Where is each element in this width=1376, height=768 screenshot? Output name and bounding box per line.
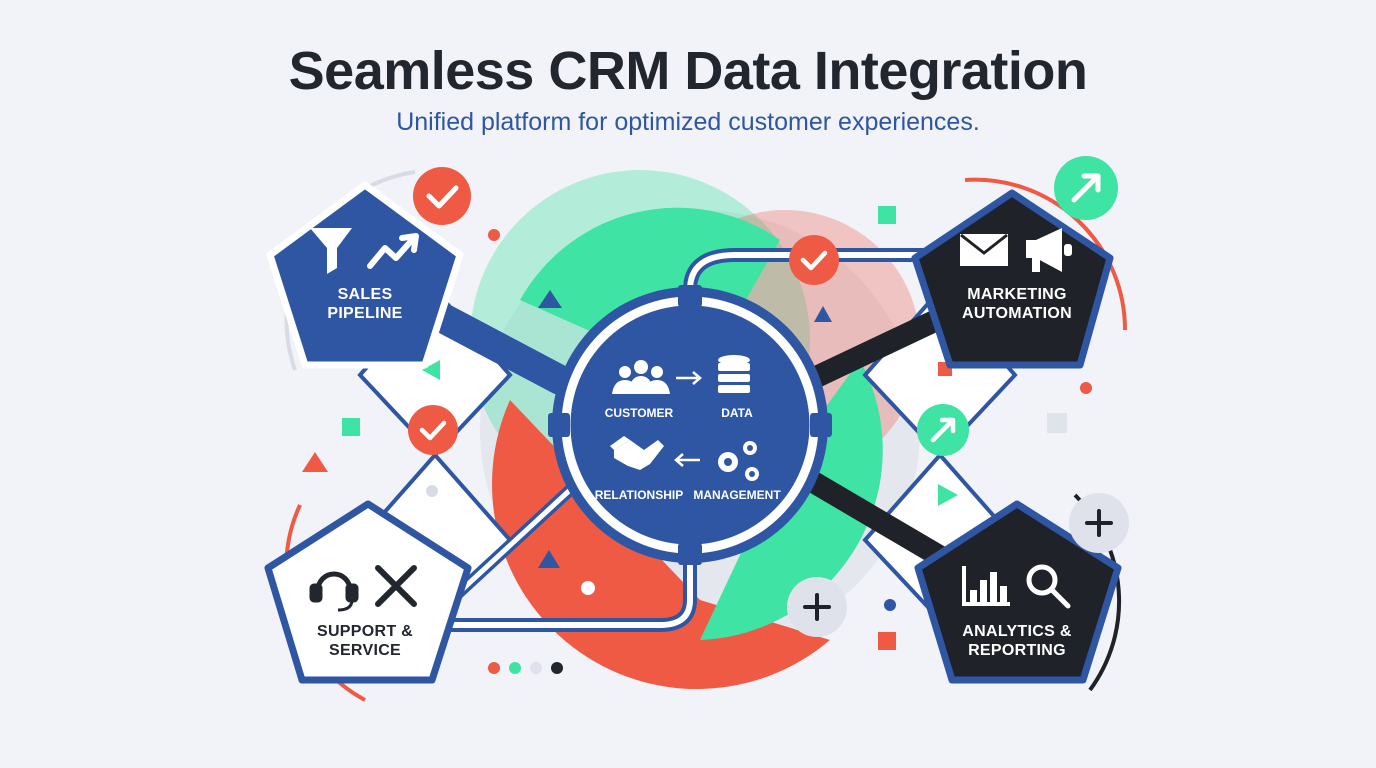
check-badge-icon (408, 405, 458, 455)
pager-dot[interactable] (551, 662, 563, 674)
coral-dot (1080, 382, 1092, 394)
node-analytics-reporting[interactable]: ANALYTICS & REPORTING (914, 500, 1122, 684)
bar-chart-icon (962, 566, 1010, 606)
pager-dot[interactable] (530, 662, 542, 674)
database-icon (718, 355, 750, 393)
magnifier-icon (1026, 564, 1071, 609)
node-label-line2: AUTOMATION (962, 305, 1072, 322)
coral-dot (488, 229, 500, 241)
megaphone-icon (1026, 228, 1072, 272)
plus-badge-icon (787, 577, 847, 637)
coral-triangle (302, 452, 328, 472)
decorative-shapes (302, 206, 1092, 650)
trend-up-icon (367, 233, 419, 269)
node-label-line1: SALES (338, 286, 393, 303)
gears-icon (718, 441, 759, 481)
navy-triangle (814, 306, 832, 322)
node-label-line2: SERVICE (329, 642, 401, 659)
headset-icon (309, 571, 359, 612)
node-label-line2: PIPELINE (327, 305, 402, 322)
node-sales-pipeline[interactable]: SALES PIPELINE (266, 181, 464, 369)
arrow-left-icon (674, 453, 700, 467)
funnel-icon (310, 228, 352, 274)
check-badge-icon (789, 235, 839, 285)
white-dot (581, 581, 595, 595)
pager-dot[interactable] (488, 662, 500, 674)
pager-dots (488, 662, 563, 674)
tools-icon (375, 565, 417, 607)
gray-dot (426, 485, 438, 497)
page-title: Seamless CRM Data Integration (288, 41, 1088, 101)
mint-triangle (938, 484, 958, 506)
people-icon (612, 360, 670, 394)
node-label-line2: REPORTING (968, 642, 1066, 659)
mint-triangle (422, 360, 440, 380)
mail-icon (960, 233, 1008, 266)
node-label-line1: MARKETING (967, 286, 1067, 303)
node-label-line1: SUPPORT & (317, 623, 413, 640)
arrow-right-icon (676, 371, 702, 385)
page-subtitle: Unified platform for optimized customer … (396, 108, 980, 136)
arrow-up-right-badge-icon (1054, 156, 1118, 220)
check-badge-icon (413, 167, 471, 225)
hub-label-customer: CUSTOMER (605, 406, 674, 420)
navy-dot (884, 599, 896, 611)
handshake-icon (610, 436, 664, 470)
central-hub: CUSTOMER DATA RELATIONSHIP MANAGEMENT (548, 285, 832, 565)
mint-square (878, 206, 896, 224)
mint-dot (599, 261, 613, 275)
pager-dot[interactable] (509, 662, 521, 674)
plus-badge-icon (1069, 493, 1129, 553)
gray-square (1047, 413, 1067, 433)
navy-triangle (538, 290, 562, 308)
node-marketing-automation[interactable]: MARKETING AUTOMATION (911, 189, 1114, 369)
mint-square (342, 418, 360, 436)
hub-label-relationship: RELATIONSHIP (595, 488, 683, 502)
mint-triangle (824, 541, 840, 559)
coral-square (878, 632, 896, 650)
hub-label-data: DATA (721, 406, 753, 420)
arrow-up-right-badge-icon (917, 404, 969, 456)
hub-label-management: MANAGEMENT (693, 488, 781, 502)
node-label-line1: ANALYTICS & (962, 623, 1072, 640)
navy-triangle (538, 550, 560, 568)
node-support-service[interactable]: SUPPORT & SERVICE (264, 500, 472, 684)
